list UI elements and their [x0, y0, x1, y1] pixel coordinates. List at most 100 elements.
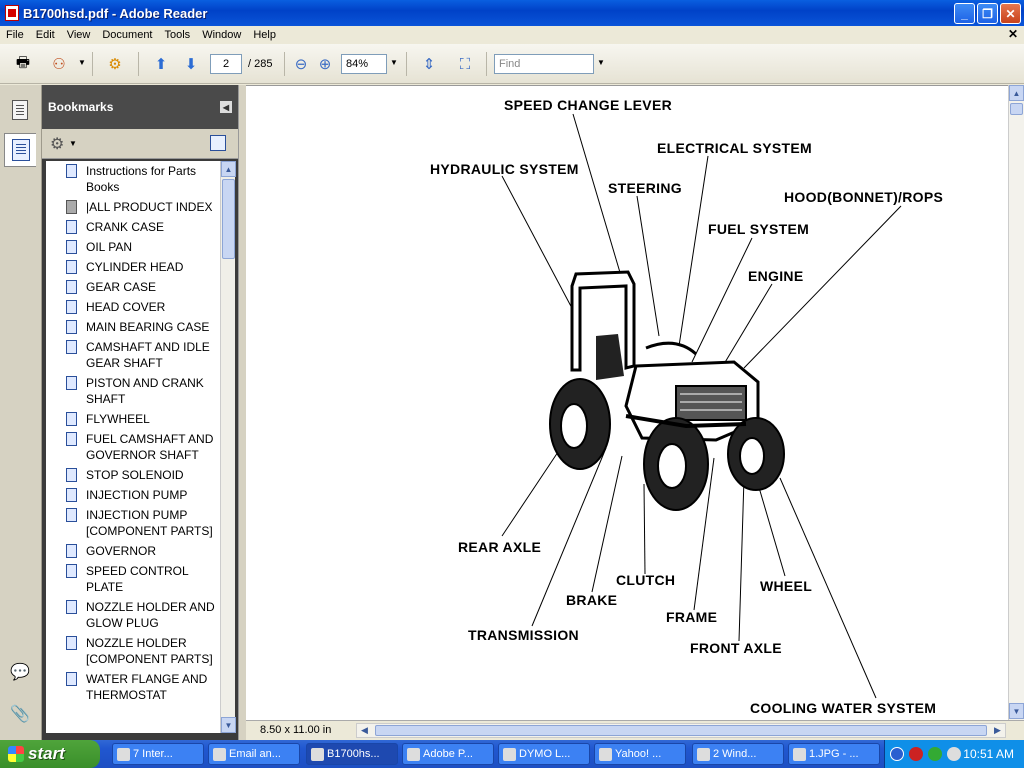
tray-arrow-icon[interactable]	[890, 747, 904, 761]
bookmark-item[interactable]: HEAD COVER	[46, 297, 220, 317]
scroll-thumb[interactable]	[222, 179, 235, 259]
scroll-left-button[interactable]: ◀	[361, 725, 368, 735]
window-controls: _ ❐ ✕	[954, 3, 1021, 24]
menu-help[interactable]: Help	[253, 29, 276, 41]
find-dropdown-icon[interactable]: ▼	[597, 58, 605, 67]
taskbar-button[interactable]: B1700hs...	[306, 743, 398, 765]
toolbar-separator	[284, 52, 285, 76]
document-horizontal-scrollbar[interactable]: ◀ ▶	[356, 723, 1006, 738]
bookmark-label: PISTON AND CRANK SHAFT	[86, 376, 204, 406]
menu-document[interactable]: Document	[102, 29, 153, 41]
taskbar-button[interactable]: Yahoo! ...	[594, 743, 686, 765]
bookmark-label: CYLINDER HEAD	[86, 260, 184, 274]
security-shield-icon[interactable]	[909, 747, 923, 761]
menu-tools[interactable]: Tools	[164, 29, 191, 41]
bookmark-item[interactable]: CAMSHAFT AND IDLE GEAR SHAFT	[46, 337, 220, 373]
page-number-input[interactable]: 2	[210, 54, 242, 74]
pages-tab[interactable]	[4, 93, 36, 127]
bookmark-item[interactable]: MAIN BEARING CASE	[46, 317, 220, 337]
options-dropdown-icon[interactable]: ▼	[69, 139, 77, 148]
network-icon[interactable]	[928, 747, 942, 761]
taskbar-button-label: Email an...	[229, 748, 281, 760]
people-icon: ⚇	[52, 56, 66, 73]
pane-splitter[interactable]	[238, 85, 246, 740]
bookmark-page-icon	[66, 300, 77, 314]
bookmark-page-icon	[66, 488, 77, 502]
taskbar-button[interactable]: 7 Inter...	[112, 743, 204, 765]
zoom-dropdown-icon[interactable]: ▼	[390, 58, 398, 67]
gear-icon[interactable]: ⚙	[50, 136, 65, 153]
fit-page-button[interactable]: ⛶	[454, 53, 476, 75]
find-input[interactable]: Find	[494, 54, 594, 74]
expand-bookmark-icon[interactable]	[210, 135, 226, 151]
document-close-button[interactable]: ✕	[1007, 27, 1018, 41]
bookmark-item[interactable]: CRANK CASE	[46, 217, 220, 237]
bookmark-item[interactable]: CYLINDER HEAD	[46, 257, 220, 277]
taskbar-button[interactable]: 2 Wind...	[692, 743, 784, 765]
minimize-button[interactable]: _	[954, 3, 975, 24]
bookmark-item[interactable]: STOP SOLENOID	[46, 465, 220, 485]
share-button[interactable]: ⚇	[48, 53, 70, 75]
volume-icon[interactable]	[947, 747, 961, 761]
bookmark-page-icon	[66, 432, 77, 446]
share-dropdown-icon[interactable]: ▼	[78, 58, 86, 67]
scroll-down-button[interactable]: ▼	[221, 717, 236, 733]
fit-width-button[interactable]: ⇕	[418, 53, 440, 75]
start-button[interactable]: start	[0, 740, 100, 768]
document-vertical-scrollbar[interactable]: ▲ ▼	[1008, 85, 1024, 720]
taskbar-button[interactable]: Email an...	[208, 743, 300, 765]
bookmark-item[interactable]: FUEL CAMSHAFT AND GOVERNOR SHAFT	[46, 429, 220, 465]
bookmark-item[interactable]: NOZZLE HOLDER [COMPONENT PARTS]	[46, 633, 220, 669]
horizontal-scroll-thumb[interactable]	[375, 725, 987, 736]
bookmark-item[interactable]: NOZZLE HOLDER AND GLOW PLUG	[46, 597, 220, 633]
taskbar-button[interactable]: DYMO L...	[498, 743, 590, 765]
next-page-button[interactable]: ⬇	[180, 53, 202, 75]
zoom-level-field[interactable]: 84%	[341, 54, 387, 74]
bookmarks-scrollbar[interactable]: ▲ ▼	[220, 161, 236, 733]
bookmark-label: |ALL PRODUCT INDEX	[86, 200, 213, 214]
doc-scroll-down-button[interactable]: ▼	[1009, 703, 1024, 719]
collapse-panel-button[interactable]: ◀	[220, 101, 232, 113]
bookmark-item[interactable]: GOVERNOR	[46, 541, 220, 561]
taskbar-button[interactable]: Adobe P...	[402, 743, 494, 765]
bookmark-item[interactable]: GEAR CASE	[46, 277, 220, 297]
zoom-in-button[interactable]: ⊕	[314, 53, 336, 75]
bookmark-item[interactable]: Instructions for Parts Books	[46, 161, 220, 197]
bookmark-item[interactable]: INJECTION PUMP	[46, 485, 220, 505]
bookmarks-tab[interactable]	[4, 133, 36, 167]
bookmark-item[interactable]: SPEED CONTROL PLATE	[46, 561, 220, 597]
doc-scroll-up-button[interactable]: ▲	[1009, 85, 1024, 101]
scroll-up-button[interactable]: ▲	[221, 161, 236, 177]
scroll-right-button[interactable]: ▶	[994, 725, 1001, 735]
bookmark-item[interactable]: |ALL PRODUCT INDEX	[46, 197, 220, 217]
bookmark-label: FUEL CAMSHAFT AND GOVERNOR SHAFT	[86, 432, 214, 462]
diagram-callout: COOLING WATER SYSTEM	[750, 700, 937, 716]
close-button[interactable]: ✕	[1000, 3, 1021, 24]
windows-flag-icon	[8, 746, 24, 762]
attachments-tab[interactable]: 📎	[4, 697, 36, 731]
bookmark-item[interactable]: OIL PAN	[46, 237, 220, 257]
print-button[interactable]: 🖶	[12, 53, 34, 75]
bookmark-label: INJECTION PUMP	[86, 488, 188, 502]
title-bar[interactable]: B1700hsd.pdf - Adobe Reader _ ❐ ✕	[0, 0, 1024, 26]
navigation-pane-strip: 💬 📎	[0, 85, 42, 740]
zoom-out-button[interactable]: ⊖	[290, 53, 312, 75]
menu-window[interactable]: Window	[202, 29, 242, 41]
bookmark-item[interactable]: PISTON AND CRANK SHAFT	[46, 373, 220, 409]
previous-page-button[interactable]: ⬆	[150, 53, 172, 75]
maximize-button[interactable]: ❐	[977, 3, 998, 24]
taskbar-button[interactable]: 1.JPG - ...	[788, 743, 880, 765]
bookmark-item[interactable]: INJECTION PUMP [COMPONENT PARTS]	[46, 505, 220, 541]
menu-file[interactable]: File	[6, 29, 24, 41]
comments-tab[interactable]: 💬	[4, 655, 36, 689]
doc-scroll-thumb[interactable]	[1010, 103, 1023, 115]
web-capture-button[interactable]: ⚙	[104, 53, 126, 75]
bookmark-item[interactable]: FLYWHEEL	[46, 409, 220, 429]
menu-view[interactable]: View	[66, 29, 91, 41]
menu-edit[interactable]: Edit	[35, 29, 55, 41]
bookmark-page-icon	[66, 340, 77, 354]
bookmark-item[interactable]: WATER FLANGE AND THERMOSTAT	[46, 669, 220, 705]
bookmark-page-icon	[66, 564, 77, 578]
bookmarks-header: Bookmarks ◀	[42, 85, 238, 129]
